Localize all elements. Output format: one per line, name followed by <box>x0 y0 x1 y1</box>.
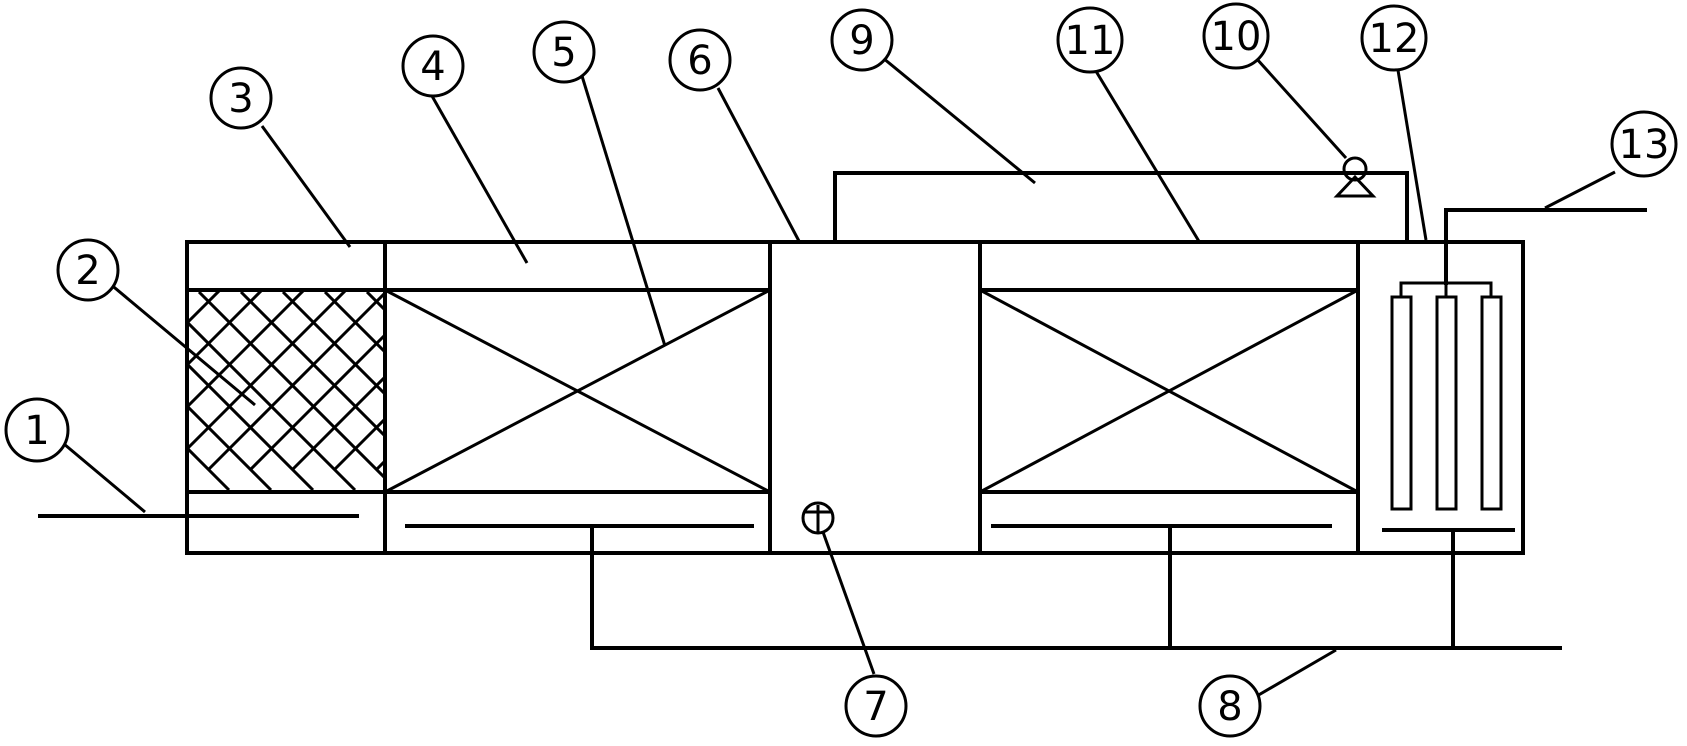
callout-4: 4 <box>401 34 465 98</box>
drain-manifold <box>590 524 1562 650</box>
callout-11-number: 11 <box>1065 18 1116 64</box>
callout-5: 5 <box>532 20 596 84</box>
callout-10-number: 10 <box>1211 14 1262 60</box>
callout-12: 12 <box>1360 4 1428 72</box>
callout-1-number: 1 <box>24 408 49 454</box>
callout-10: 10 <box>1202 2 1270 70</box>
recirculation-pipe <box>833 171 1409 242</box>
filter-module-left <box>384 288 771 494</box>
callout-2: 2 <box>56 238 120 302</box>
callout-5-number: 5 <box>551 30 576 76</box>
callout-9-number: 9 <box>849 18 874 64</box>
bottom-trays <box>405 524 1515 532</box>
callout-11: 11 <box>1056 6 1124 74</box>
leader-lines <box>63 56 1616 702</box>
callout-12-number: 12 <box>1369 16 1420 62</box>
callout-9: 9 <box>830 8 894 72</box>
electrode-assembly <box>1390 208 1647 511</box>
valve-icon <box>801 501 835 535</box>
pump-icon <box>1333 156 1377 198</box>
callout-3: 3 <box>209 66 273 130</box>
callout-6-number: 6 <box>687 38 712 84</box>
callout-13-number: 13 <box>1619 122 1670 168</box>
callout-7: 7 <box>844 674 908 738</box>
callout-3-number: 3 <box>228 76 253 122</box>
callout-4-number: 4 <box>420 44 445 90</box>
callout-8: 8 <box>1198 674 1262 738</box>
callout-2-number: 2 <box>75 248 100 294</box>
callout-1: 1 <box>4 397 70 463</box>
callout-6: 6 <box>668 28 732 92</box>
filter-module-right <box>979 288 1359 494</box>
main-housing <box>185 240 1525 555</box>
callout-8-number: 8 <box>1217 684 1242 730</box>
callout-13: 13 <box>1610 110 1678 178</box>
packing-media <box>187 292 385 490</box>
callout-7-number: 7 <box>863 684 888 730</box>
